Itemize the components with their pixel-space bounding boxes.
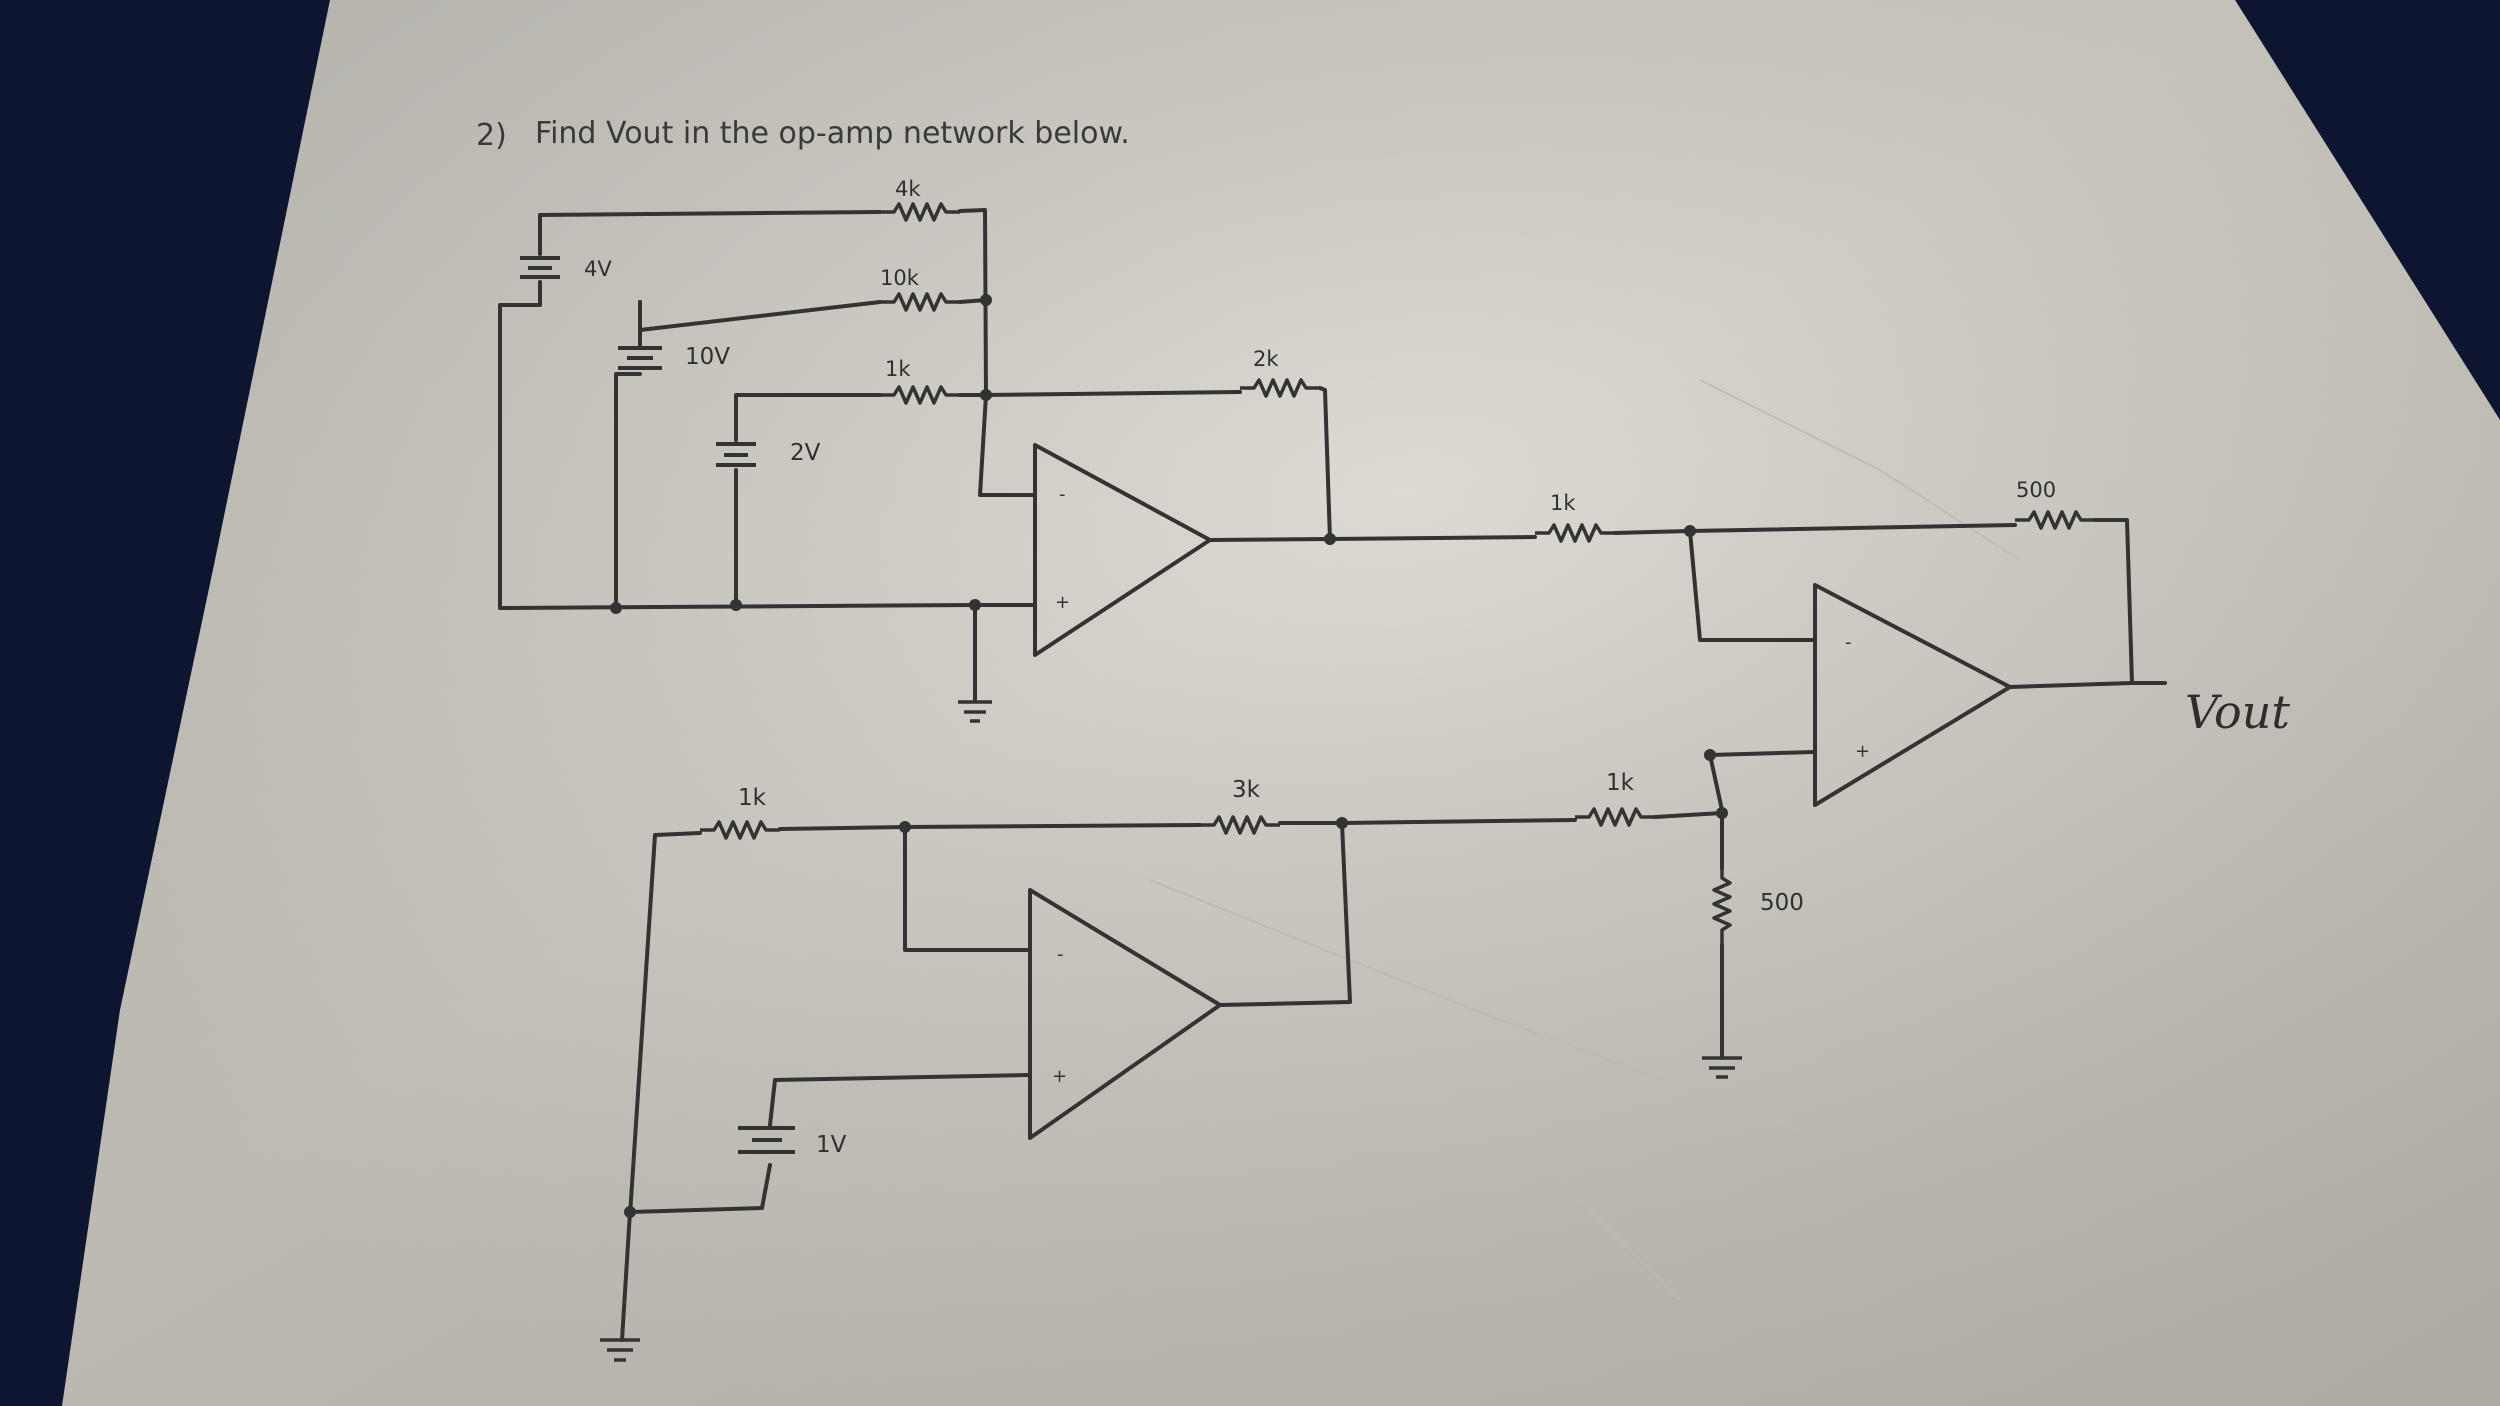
- opamp-2-plus-sign: +: [1052, 1066, 1067, 1087]
- opamp-3-icon: [1813, 583, 2012, 807]
- junction-node: [969, 599, 981, 611]
- label-1k-input: 1k: [885, 357, 911, 381]
- label-10v: 10V: [685, 344, 730, 370]
- battery-4v-icon: [520, 256, 560, 279]
- junction-node: [1336, 817, 1348, 829]
- label-1v: 1V: [816, 1132, 847, 1158]
- opamp-3-plus-sign: +: [1855, 741, 1870, 762]
- resistor-500-to-ground: [1712, 868, 1732, 945]
- battery-2v-icon: [716, 442, 756, 467]
- junction-node: [610, 602, 622, 614]
- vout-label: Vout: [2185, 685, 2290, 739]
- opamp-1-plus-sign: +: [1055, 592, 1070, 613]
- junction-node: [980, 294, 992, 306]
- stage-1-summing-amplifier: - + 4k 10k 1k 2k 4V 10V 2V: [498, 177, 1336, 723]
- stage-2-inverting-amplifier: - + 1k 3k 1k 500 1V: [600, 770, 1804, 1362]
- opamp-2-minus-sign: -: [1057, 944, 1064, 965]
- junction-node: [899, 821, 911, 833]
- junction-node: [1716, 807, 1728, 819]
- label-2k: 2k: [1253, 347, 1279, 371]
- junction-node: [980, 389, 992, 401]
- label-500-feedback: 500: [2016, 478, 2056, 502]
- battery-1v-icon: [738, 1126, 795, 1154]
- label-1k-stage2: 1k: [738, 785, 767, 811]
- junction-node: [624, 1206, 636, 1218]
- problem-statement: Find Vout in the op-amp network below.: [535, 116, 1130, 151]
- opamp-2-icon: [1028, 888, 1222, 1140]
- opamp-3-minus-sign: -: [1845, 632, 1852, 653]
- opamp-1-icon: [1033, 443, 1212, 657]
- stage-3-output-amplifier: - + 1k 500 Vout: [1328, 478, 2290, 812]
- label-1k-stage3-plus: 1k: [1606, 770, 1635, 796]
- battery-10v-icon: [618, 346, 662, 370]
- label-1k-stage3: 1k: [1550, 491, 1576, 515]
- ground-icon: [1702, 1056, 1742, 1079]
- label-2v: 2V: [790, 440, 821, 466]
- ground-icon: [958, 700, 992, 723]
- opamp-1-minus-sign: -: [1059, 484, 1066, 505]
- junction-node: [1704, 749, 1716, 761]
- problem-number: 2): [476, 118, 507, 153]
- junction-node: [730, 599, 742, 611]
- label-10k: 10k: [880, 266, 920, 290]
- label-4v: 4V: [584, 257, 612, 281]
- junction-node: [1684, 525, 1696, 537]
- ground-icon: [600, 1338, 640, 1362]
- label-500-ground: 500: [1760, 890, 1804, 916]
- label-4k: 4k: [895, 177, 921, 201]
- label-3k: 3k: [1232, 777, 1261, 803]
